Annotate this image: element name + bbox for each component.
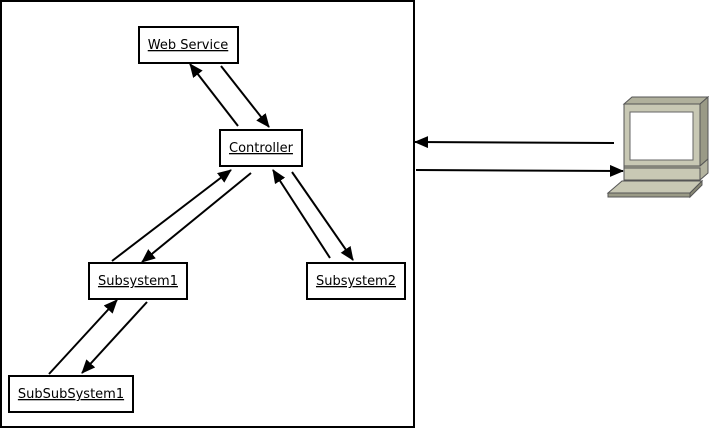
node-label: Subsystem2 bbox=[316, 274, 396, 289]
edge-subsystem1-to-controller bbox=[111, 169, 232, 262]
edge-computer-to-system bbox=[414, 136, 615, 149]
edge-subsystem2-to-controller bbox=[272, 169, 331, 259]
node-controller: Controller bbox=[219, 129, 303, 167]
node-label: Web Service bbox=[148, 38, 229, 53]
edge-controller-to-subsystem1 bbox=[141, 172, 252, 263]
edge-system-to-computer bbox=[415, 164, 624, 177]
edge-subsystem1-to-subsubsystem1 bbox=[81, 301, 148, 374]
node-web-service: Web Service bbox=[138, 26, 239, 64]
node-label: Subsystem1 bbox=[98, 274, 178, 289]
node-subsubsystem1: SubSubSystem1 bbox=[8, 375, 134, 413]
edge-controller-to-web-service bbox=[189, 63, 239, 127]
node-label: Controller bbox=[229, 141, 294, 156]
node-label: SubSubSystem1 bbox=[18, 387, 124, 402]
node-subsystem1: Subsystem1 bbox=[88, 262, 188, 300]
edge-web-service-to-controller bbox=[220, 65, 270, 128]
node-subsystem2: Subsystem2 bbox=[306, 262, 406, 300]
system-container bbox=[0, 0, 415, 428]
edge-subsubsystem1-to-subsystem1 bbox=[48, 299, 118, 375]
edges bbox=[48, 63, 624, 375]
desktop-computer-icon bbox=[606, 95, 709, 199]
edge-controller-to-subsystem2 bbox=[291, 171, 354, 261]
